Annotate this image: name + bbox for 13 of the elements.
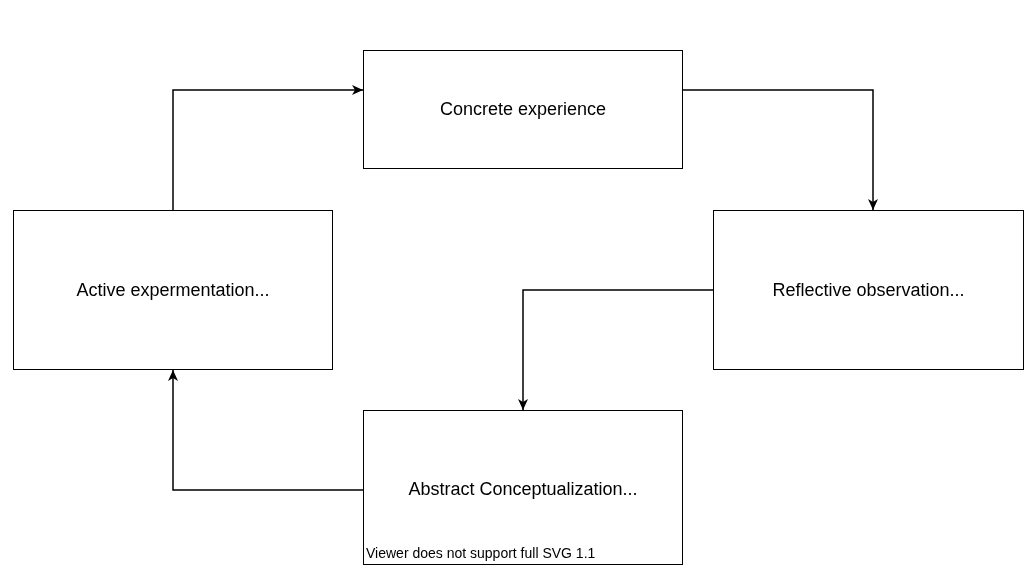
arrow <box>682 89 878 211</box>
arrow <box>518 289 714 411</box>
node-label: Abstract Conceptualization... <box>408 479 638 500</box>
arrow <box>172 85 364 211</box>
process-box <box>13 210 333 370</box>
process-box <box>363 50 683 169</box>
node-label: Active expermentation... <box>76 279 270 301</box>
node-label: Concrete experience <box>439 99 607 120</box>
process-box <box>363 410 683 565</box>
node-label: Reflective observation... <box>772 279 965 301</box>
arrow <box>168 369 364 491</box>
note-text: Viewer does not support full SVG 1.1 <box>366 545 596 561</box>
process-box <box>713 210 1024 370</box>
